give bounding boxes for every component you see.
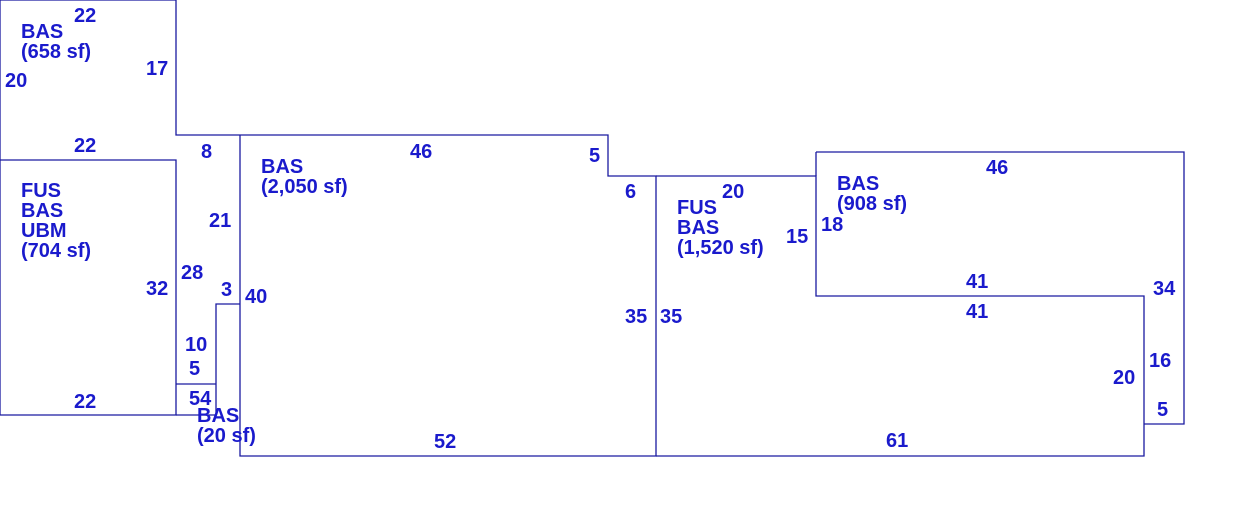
area-labels: BAS (658 sf) FUS BAS UBM (704 sf) BAS (2… [21,21,907,447]
dimension-label: 40 [245,286,267,308]
dimension-label: 3 [221,279,232,301]
dimension-label: 8 [201,141,212,163]
dimension-label: 22 [74,391,96,413]
dimension-label: 46 [986,157,1008,179]
dimension-label: 16 [1149,350,1171,372]
dimension-label: 46 [410,141,432,163]
area-line: UBM [21,220,67,242]
dimension-label: 20 [1113,367,1135,389]
area-outline-bas-908-box [816,151,1185,425]
dimension-label: 5 [589,145,600,167]
area-label-fus-bas-1520: FUS BAS (1,520 sf) [677,197,764,259]
area-line: BAS [21,200,63,222]
area-label-bas-658: BAS (658 sf) [21,21,91,63]
area-outline-fus-bas-1520 [656,175,1145,457]
dimension-label: 28 [181,262,203,284]
area-outline-small-step [176,303,240,416]
area-line: (2,050 sf) [261,176,348,198]
area-label-bas-20: BAS (20 sf) [197,405,256,447]
dimension-label: 5 [1157,399,1168,421]
dimension-label: 35 [625,306,647,328]
dimension-labels: 22 17 20 22 8 46 5 6 20 46 21 18 15 28 3… [5,5,1176,453]
area-line: BAS [21,21,63,43]
dimension-label: 15 [786,226,808,248]
area-line: BAS [677,217,719,239]
dimension-label: 32 [146,278,168,300]
area-line: (1,520 sf) [677,237,764,259]
dimension-label: 52 [434,431,456,453]
dimension-label: 18 [821,214,843,236]
dimension-label: 21 [209,210,231,232]
area-line: (20 sf) [197,425,256,447]
dimension-label: 17 [146,58,168,80]
area-outline-bas-658 [0,0,240,136]
dimension-label: 20 [722,181,744,203]
building-outline [0,0,1185,457]
dimension-label: 54 [189,388,212,410]
area-line: (704 sf) [21,240,91,262]
area-label-fus-bas-ubm-704: FUS BAS UBM (704 sf) [21,180,91,262]
dimension-label: 10 [185,334,207,356]
dimension-label: 22 [74,135,96,157]
area-label-bas-2050: BAS (2,050 sf) [261,156,348,198]
dimension-label: 61 [886,430,908,452]
area-line: BAS [261,156,303,178]
dimension-label: 5 [189,358,200,380]
dimension-label: 20 [5,70,27,92]
dimension-label: 41 [966,301,988,323]
area-line: (908 sf) [837,193,907,215]
dimension-label: 34 [1153,278,1176,300]
area-line: BAS [197,405,239,427]
dimension-label: 35 [660,306,682,328]
area-line: FUS [677,197,717,219]
area-line: FUS [21,180,61,202]
dimension-label: 6 [625,181,636,203]
area-line: (658 sf) [21,41,91,63]
dimension-label: 41 [966,271,988,293]
area-label-bas-908: BAS (908 sf) [837,173,907,215]
dimension-label: 22 [74,5,96,27]
area-line: BAS [837,173,879,195]
